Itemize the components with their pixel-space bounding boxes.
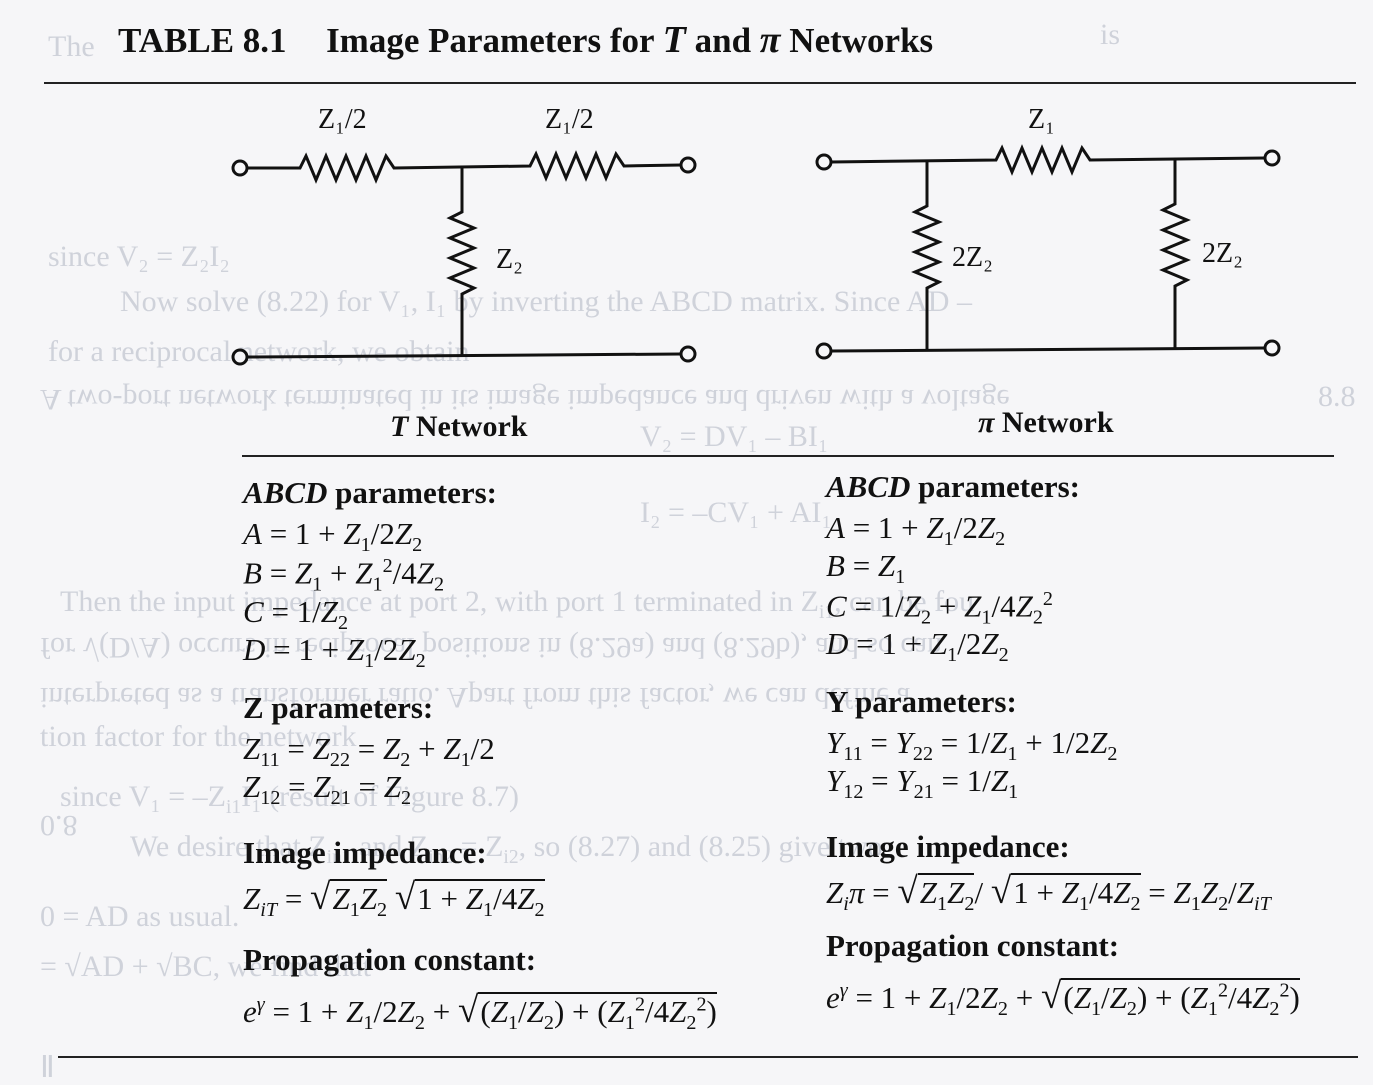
t-series-label-left: Z₁/2 xyxy=(318,104,367,135)
pi-network-symbol: π xyxy=(978,406,995,439)
t-image-heading: Image impedance: xyxy=(243,834,487,870)
pi-series-label: Z₁ xyxy=(1028,104,1055,135)
footer-rule xyxy=(58,1056,1358,1058)
t-port2-top-terminal xyxy=(679,156,697,174)
header-rule xyxy=(44,82,1356,84)
t-bottom-wire xyxy=(246,352,682,359)
pi-shunt-label-left: 2Z₂ xyxy=(952,242,993,273)
pi-abcd-heading: ABCD parameters: xyxy=(826,469,1300,504)
pi-y-heading: Y parameters: xyxy=(826,683,1017,719)
t-shunt-label: Z₂ xyxy=(496,244,523,275)
t-abcd-heading-sym: ABCD xyxy=(243,475,328,510)
t-top-wire xyxy=(247,150,682,184)
t-shunt-resistor xyxy=(446,167,478,355)
pi-image-heading: Image impedance: xyxy=(826,828,1070,864)
t-network-formulas: ABCD parameters: A = 1 + Z1/2Z2 B = Z1 +… xyxy=(243,475,717,1035)
pi-shunt-resistor-right xyxy=(1159,159,1191,348)
t-port1-bottom-terminal xyxy=(231,348,249,366)
pi-abcd-heading-text: parameters: xyxy=(918,469,1080,504)
pi-shunt-label-right: 2Z₂ xyxy=(1202,238,1243,269)
pi-network-diagram xyxy=(815,144,1281,360)
title-and: and xyxy=(694,21,752,60)
t-network-title: T Network xyxy=(390,410,527,444)
t-eq-zit: ZiT = √Z1Z2 √1 + Z1/4Z2 xyxy=(243,876,545,921)
pi-eq-prop: eγ = 1 + Z1/2Z2 + √(Z1/Z2) + (Z12/4Z22) xyxy=(826,976,1300,1021)
t-eq-b: B = Z1 + Z12/4Z2 xyxy=(243,555,445,596)
t-abcd-heading: ABCD parameters: xyxy=(243,475,717,510)
pi-top-wire xyxy=(830,144,1266,176)
pi-port2-top-terminal xyxy=(1263,149,1281,167)
pi-eq-zipi: Ziπ = √Z1Z2/ √1 + Z1/4Z2 = Z1Z2/ZiT xyxy=(826,870,1271,915)
t-prop-heading: Propagation constant: xyxy=(243,942,537,978)
t-eq-z11: Z11 = Z22 = Z2 + Z1/2 xyxy=(243,730,495,772)
title-prefix: Image Parameters for xyxy=(326,21,654,60)
t-network-symbol: T xyxy=(390,410,409,443)
t-eq-a: A = 1 + Z1/2Z2 xyxy=(243,516,423,557)
t-eq-c: C = 1/Z2 xyxy=(243,594,349,635)
pi-eq-y12: Y12 = Y21 = 1/Z1 xyxy=(826,763,1019,804)
pi-eq-c: C = 1/Z2 + Z1/4Z22 xyxy=(826,587,1053,629)
t-eq-prop: eγ = 1 + Z1/2Z2 + √(Z1/Z2) + (Z12/4Z22) xyxy=(243,990,717,1035)
t-abcd-heading-text: parameters: xyxy=(335,475,497,510)
pi-network-title: π Network xyxy=(978,406,1114,440)
pi-network-formulas: ABCD parameters: A = 1 + Z1/2Z2 B = Z1 C… xyxy=(826,469,1300,1021)
t-network-name: Network xyxy=(415,410,528,443)
table-title: TABLE 8.1 Image Parameters for T and π N… xyxy=(118,18,933,62)
pi-bottom-wire xyxy=(830,346,1266,353)
title-suffix: Networks xyxy=(789,21,934,60)
pi-port2-bottom-terminal xyxy=(1263,339,1281,357)
t-z-heading: Z parameters: xyxy=(243,689,434,725)
t-eq-d: D = 1 + Z1/2Z2 xyxy=(243,632,426,673)
pi-prop-heading: Propagation constant: xyxy=(826,928,1120,964)
t-port2-bottom-terminal xyxy=(679,345,697,363)
pi-abcd-heading-sym: ABCD xyxy=(826,469,911,504)
t-series-label-right: Z₁/2 xyxy=(545,104,594,135)
title-pi-symbol: π xyxy=(759,19,781,61)
pi-eq-a: A = 1 + Z1/2Z2 xyxy=(826,510,1006,551)
table-number: TABLE 8.1 xyxy=(118,21,287,60)
subheader-rule xyxy=(242,455,1334,457)
pi-port1-bottom-terminal xyxy=(815,342,833,360)
pi-eq-y11: Y11 = Y22 = 1/Z1 + 1/2Z2 xyxy=(826,724,1118,766)
pi-port1-top-terminal xyxy=(815,153,833,171)
t-network-diagram xyxy=(231,150,697,366)
pi-eq-b: B = Z1 xyxy=(826,548,906,589)
pi-shunt-resistor-left xyxy=(911,161,943,350)
circuit-diagrams: Z₁/2 Z₁/2 Z₂ Z₁ 2Z₂ 2Z₂ xyxy=(231,104,1281,366)
t-port1-top-terminal xyxy=(231,159,249,177)
pi-eq-d: D = 1 + Z1/2Z2 xyxy=(826,626,1009,667)
title-t-symbol: T xyxy=(662,19,686,61)
t-eq-z12: Z12 = Z21 = Z2 xyxy=(243,769,412,810)
pi-network-name: Network xyxy=(1001,406,1114,439)
